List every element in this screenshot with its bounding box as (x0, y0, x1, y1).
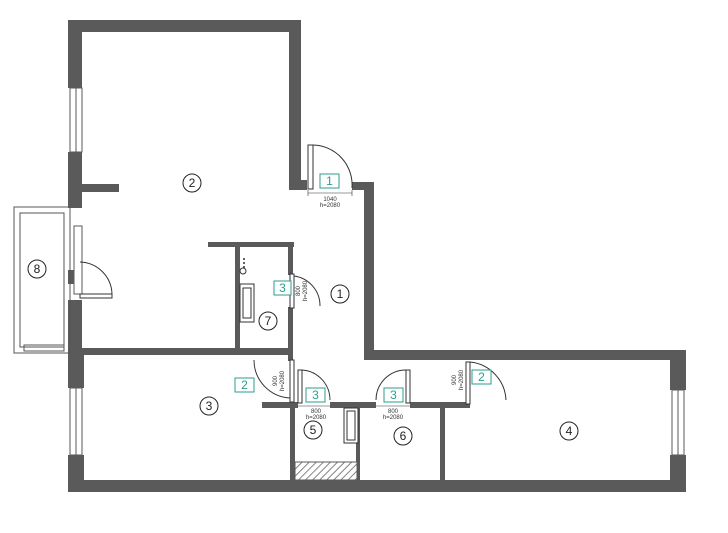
room-label-1: 1 (330, 284, 350, 304)
door-tags: 1 1040 h=2080 3 800 h=2080 2 900 h=2080 … (234, 173, 492, 421)
svg-text:800: 800 (388, 409, 399, 415)
svg-text:800: 800 (296, 285, 302, 296)
door-entrance (307, 144, 353, 190)
fixtures (239, 258, 359, 444)
doors (79, 144, 507, 405)
door-room-3 (253, 359, 295, 403)
door-tag-room-5: 3 800 h=2080 (298, 387, 330, 421)
door-tag-room-3: 2 900 h=2080 (234, 370, 286, 393)
svg-text:2: 2 (241, 378, 248, 392)
svg-text:h=2080: h=2080 (459, 369, 465, 390)
svg-text:h=2080: h=2080 (280, 370, 286, 391)
svg-text:1040: 1040 (323, 197, 337, 203)
toilet-room-7 (239, 267, 247, 275)
svg-text:h=2080: h=2080 (320, 203, 341, 209)
room-label-7: 7 (258, 311, 278, 331)
door-room-4 (465, 361, 507, 405)
room-label-6: 6 (393, 426, 413, 446)
room-labels: 1 2 3 4 5 6 7 8 (27, 173, 579, 446)
room-label-2: 2 (182, 173, 202, 193)
door-tag-room-7: 3 800 h=2080 (273, 280, 309, 301)
door-tag-entrance: 1 1040 h=2080 (307, 173, 353, 209)
svg-text:h=2080: h=2080 (306, 415, 327, 421)
svg-text:1: 1 (337, 287, 344, 301)
svg-text:8: 8 (34, 262, 41, 276)
svg-text:4: 4 (566, 424, 573, 438)
balcony (13, 206, 71, 354)
svg-text:h=2080: h=2080 (383, 415, 404, 421)
svg-text:h=2080: h=2080 (303, 280, 309, 301)
svg-text:6: 6 (400, 429, 407, 443)
svg-text:2: 2 (478, 370, 485, 384)
room-label-4: 4 (559, 421, 579, 441)
utility-shaft (294, 461, 358, 481)
svg-text:3: 3 (206, 399, 213, 413)
svg-text:3: 3 (312, 388, 319, 402)
svg-text:900: 900 (273, 375, 279, 386)
door-room-6 (375, 369, 411, 404)
door-room-5 (297, 369, 331, 404)
svg-text:800: 800 (311, 409, 322, 415)
door-tag-room-4: 2 900 h=2080 (452, 369, 492, 390)
svg-text:7: 7 (265, 314, 272, 328)
room-label-3: 3 (199, 396, 219, 416)
svg-text:5: 5 (310, 423, 317, 437)
svg-text:900: 900 (452, 374, 458, 385)
svg-text:2: 2 (189, 176, 196, 190)
svg-text:3: 3 (390, 388, 397, 402)
room-label-8: 8 (27, 259, 47, 279)
window-balcony-door (73, 225, 83, 295)
windows (69, 87, 685, 456)
svg-text:1: 1 (326, 174, 333, 188)
door-tag-room-6: 3 800 h=2080 (376, 387, 410, 421)
outer-walls (68, 20, 686, 492)
door-balcony (79, 261, 113, 299)
room-label-5: 5 (303, 420, 323, 440)
svg-text:3: 3 (279, 281, 286, 295)
